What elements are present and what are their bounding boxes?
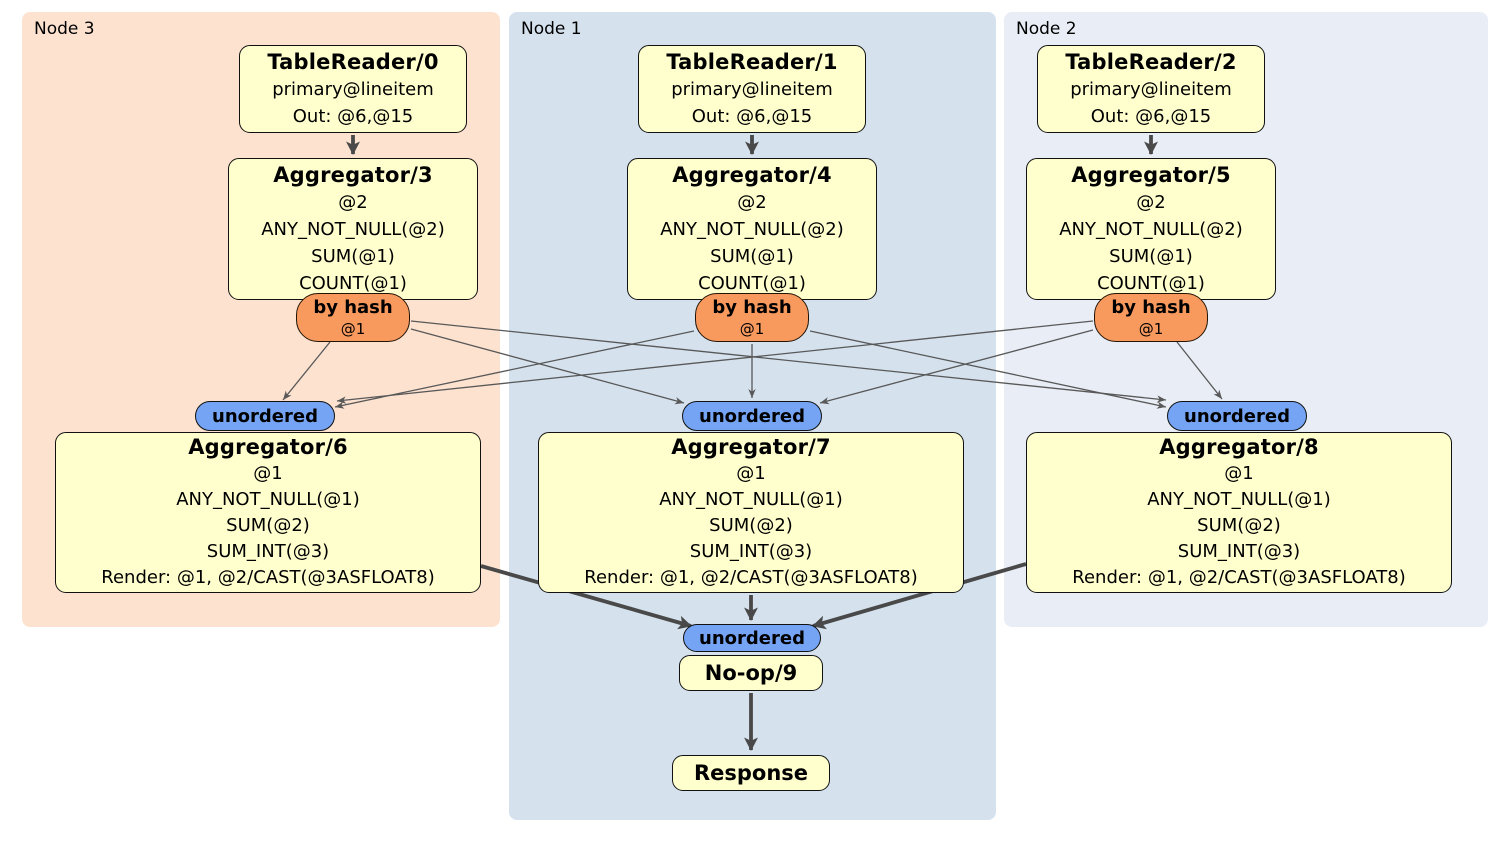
router-title: by hash bbox=[1111, 297, 1191, 318]
op-line: SUM_INT(@3) bbox=[206, 541, 330, 562]
op-title: Response bbox=[693, 761, 809, 785]
op-line: COUNT(@1) bbox=[1097, 273, 1205, 294]
op-title: Aggregator/7 bbox=[671, 435, 831, 459]
op-line: SUM_INT(@3) bbox=[1177, 541, 1301, 562]
op-line: Render: @1, @2/CAST(@3ASFLOAT8) bbox=[101, 567, 435, 588]
op-title: Aggregator/4 bbox=[672, 163, 832, 187]
op-title: TableReader/2 bbox=[1065, 50, 1237, 74]
table-reader-1-box: TableReader/1 primary@lineitem Out: @6,@… bbox=[638, 45, 866, 133]
region-label-node-2: Node 2 bbox=[1016, 19, 1077, 39]
edge-aggregator8-sink bbox=[812, 562, 1027, 630]
hash-router-0: by hash @1 bbox=[296, 293, 410, 342]
op-line: COUNT(@1) bbox=[698, 273, 806, 294]
region-label-node-1: Node 1 bbox=[521, 19, 582, 39]
aggregator-5-box: Aggregator/5 @2 ANY_NOT_NULL(@2) SUM(@1)… bbox=[1026, 158, 1276, 300]
op-line: Out: @6,@15 bbox=[691, 106, 813, 127]
op-line: SUM(@2) bbox=[1197, 515, 1281, 536]
op-line: @2 bbox=[1136, 192, 1166, 213]
router-subtitle: @1 bbox=[340, 320, 366, 338]
op-line: SUM(@2) bbox=[226, 515, 310, 536]
op-title: Aggregator/6 bbox=[188, 435, 348, 459]
op-line: SUM(@2) bbox=[709, 515, 793, 536]
router-subtitle: @1 bbox=[1138, 320, 1164, 338]
edge-hash2-stream0 bbox=[336, 320, 1094, 404]
op-line: @1 bbox=[253, 463, 283, 484]
op-line: Out: @6,@15 bbox=[1090, 106, 1212, 127]
edge-aggregator6-sink bbox=[480, 564, 692, 630]
hash-router-2: by hash @1 bbox=[1094, 293, 1208, 342]
op-line: primary@lineitem bbox=[272, 79, 434, 100]
op-line: SUM(@1) bbox=[710, 246, 794, 267]
op-line: @1 bbox=[736, 463, 766, 484]
op-line: ANY_NOT_NULL(@1) bbox=[1147, 489, 1331, 510]
aggregator-8-box: Aggregator/8 @1 ANY_NOT_NULL(@1) SUM(@2)… bbox=[1026, 432, 1452, 593]
op-line: primary@lineitem bbox=[671, 79, 833, 100]
op-title: Aggregator/5 bbox=[1071, 163, 1231, 187]
op-line: SUM(@1) bbox=[311, 246, 395, 267]
edge-hash2-stream2 bbox=[1176, 341, 1223, 400]
edge-hash0-stream1 bbox=[410, 328, 685, 405]
table-reader-2-box: TableReader/2 primary@lineitem Out: @6,@… bbox=[1037, 45, 1265, 133]
op-line: ANY_NOT_NULL(@1) bbox=[176, 489, 360, 510]
stream-unordered-sink: unordered bbox=[683, 624, 821, 652]
stream-unordered-0: unordered bbox=[195, 401, 335, 431]
hash-router-1: by hash @1 bbox=[695, 293, 809, 342]
router-title: by hash bbox=[313, 297, 393, 318]
op-line: @2 bbox=[737, 192, 767, 213]
op-title: TableReader/0 bbox=[267, 50, 439, 74]
aggregator-4-box: Aggregator/4 @2 ANY_NOT_NULL(@2) SUM(@1)… bbox=[627, 158, 877, 300]
table-reader-0-box: TableReader/0 primary@lineitem Out: @6,@… bbox=[239, 45, 467, 133]
op-line: ANY_NOT_NULL(@2) bbox=[261, 219, 445, 240]
edge-hash2-stream1 bbox=[819, 329, 1094, 405]
edge-hash1-stream2 bbox=[809, 330, 1167, 409]
edge-hash0-stream0 bbox=[282, 341, 331, 401]
op-line: Render: @1, @2/CAST(@3ASFLOAT8) bbox=[1072, 567, 1406, 588]
router-subtitle: @1 bbox=[739, 320, 765, 338]
op-line: @1 bbox=[1224, 463, 1254, 484]
op-line: Out: @6,@15 bbox=[292, 106, 414, 127]
op-title: Aggregator/3 bbox=[273, 163, 433, 187]
stream-unordered-1: unordered bbox=[682, 401, 822, 431]
op-line: @2 bbox=[338, 192, 368, 213]
aggregator-7-box: Aggregator/7 @1 ANY_NOT_NULL(@1) SUM(@2)… bbox=[538, 432, 964, 593]
aggregator-6-box: Aggregator/6 @1 ANY_NOT_NULL(@1) SUM(@2)… bbox=[55, 432, 481, 593]
region-label-node-3: Node 3 bbox=[34, 19, 95, 39]
op-title: Aggregator/8 bbox=[1159, 435, 1319, 459]
op-line: Render: @1, @2/CAST(@3ASFLOAT8) bbox=[584, 567, 918, 588]
router-title: by hash bbox=[712, 297, 792, 318]
edge-hash0-stream2 bbox=[410, 320, 1167, 403]
op-line: ANY_NOT_NULL(@2) bbox=[1059, 219, 1243, 240]
op-title: No-op/9 bbox=[704, 661, 798, 685]
noop-9-box: No-op/9 bbox=[679, 655, 823, 691]
op-title: TableReader/1 bbox=[666, 50, 838, 74]
aggregator-3-box: Aggregator/3 @2 ANY_NOT_NULL(@2) SUM(@1)… bbox=[228, 158, 478, 300]
response-box: Response bbox=[672, 755, 830, 791]
op-line: SUM(@1) bbox=[1109, 246, 1193, 267]
stream-unordered-2: unordered bbox=[1167, 401, 1307, 431]
op-line: SUM_INT(@3) bbox=[689, 541, 813, 562]
op-line: ANY_NOT_NULL(@1) bbox=[659, 489, 843, 510]
op-line: ANY_NOT_NULL(@2) bbox=[660, 219, 844, 240]
op-line: COUNT(@1) bbox=[299, 273, 407, 294]
op-line: primary@lineitem bbox=[1070, 79, 1232, 100]
